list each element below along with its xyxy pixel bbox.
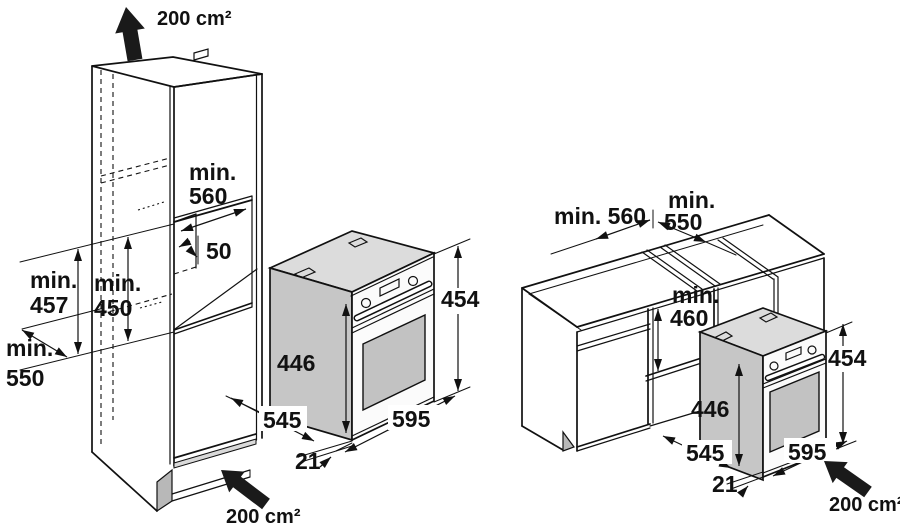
dim-oven-body-height: 446: [277, 350, 315, 376]
dim-niche-depth-value: 550: [664, 209, 702, 235]
dim-oven-width: 595: [788, 439, 827, 465]
oven-knob: [360, 297, 372, 309]
airflow-bottom-right-label: 200 cm²: [829, 494, 900, 516]
dim-rear-gap-value: 50: [206, 238, 232, 264]
dim-inner-height-value: 450: [94, 295, 132, 321]
left-diagram: 200 cm²: [6, 7, 480, 528]
dim-oven-body-depth: 545: [263, 407, 302, 433]
oven-display: [379, 278, 400, 297]
dim-oven-front-offset: 21: [295, 448, 321, 474]
dim-niche-width: min. 560: [554, 203, 646, 229]
oven-knob: [407, 275, 419, 287]
dim-cabinet-depth-prefix: min.: [6, 335, 53, 361]
dim-outer-height-prefix: min.: [30, 267, 77, 293]
oven-control-panel: [351, 275, 435, 334]
right-diagram: min. 560 min. 550 min. 460 454 446 545: [521, 187, 900, 516]
oven-display: [785, 346, 802, 361]
oven-knob: [807, 345, 817, 355]
airflow-arrow-bottom-right: 200 cm²: [824, 461, 900, 516]
oven-control-panel: [762, 345, 827, 389]
oven-door-window: [362, 313, 426, 412]
dim-inner-height-prefix: min.: [94, 270, 141, 296]
dim-cabinet-depth-value: 550: [6, 365, 44, 391]
oven-door-handle: [764, 353, 826, 382]
hinge-detail: [193, 48, 209, 61]
airflow-arrow-bottom-left: 200 cm²: [221, 470, 301, 528]
dim-outer-height-value: 457: [30, 292, 68, 318]
vent-cutout-icon: [347, 237, 369, 248]
dim-niche-height-prefix: min.: [672, 282, 719, 308]
airflow-up-arrow-icon: [115, 7, 145, 62]
plinth-shadow: [562, 430, 575, 452]
airflow-up-left-arrow-icon: [824, 461, 872, 498]
dim-niche-depth-value: 560: [189, 183, 227, 209]
dim-niche-depth-prefix: min.: [189, 159, 236, 185]
oven-knob: [769, 361, 779, 371]
dim-oven-width: 595: [392, 406, 431, 432]
dimensions-right: min. 560 min. 550 min. 460 454 446 545: [550, 187, 867, 498]
tall-cabinet: [91, 48, 263, 513]
dim-niche-height-value: 460: [670, 305, 708, 331]
vent-cutout-icon: [758, 312, 779, 323]
dimensions-left: min. 560 50 min. 457 min. 450 min. 550 4…: [6, 159, 480, 474]
built-in-oven-left: [267, 230, 437, 442]
airflow-up-left-arrow-icon: [221, 470, 270, 510]
dim-oven-height: 454: [828, 345, 867, 371]
airflow-arrow-top: 200 cm²: [115, 7, 232, 62]
dim-oven-body-depth: 545: [686, 440, 725, 466]
dim-oven-front-offset: 21: [712, 471, 738, 497]
dim-oven-body-height: 446: [691, 396, 729, 422]
oven-door-handle: [353, 280, 433, 322]
dim-niche-depth-prefix: min.: [668, 187, 715, 213]
airflow-bottom-left-label: 200 cm²: [226, 506, 301, 528]
dim-oven-height: 454: [441, 286, 480, 312]
oven-door-window: [769, 370, 820, 454]
base-cabinet-run: [521, 214, 825, 452]
airflow-top-label: 200 cm²: [157, 8, 232, 30]
